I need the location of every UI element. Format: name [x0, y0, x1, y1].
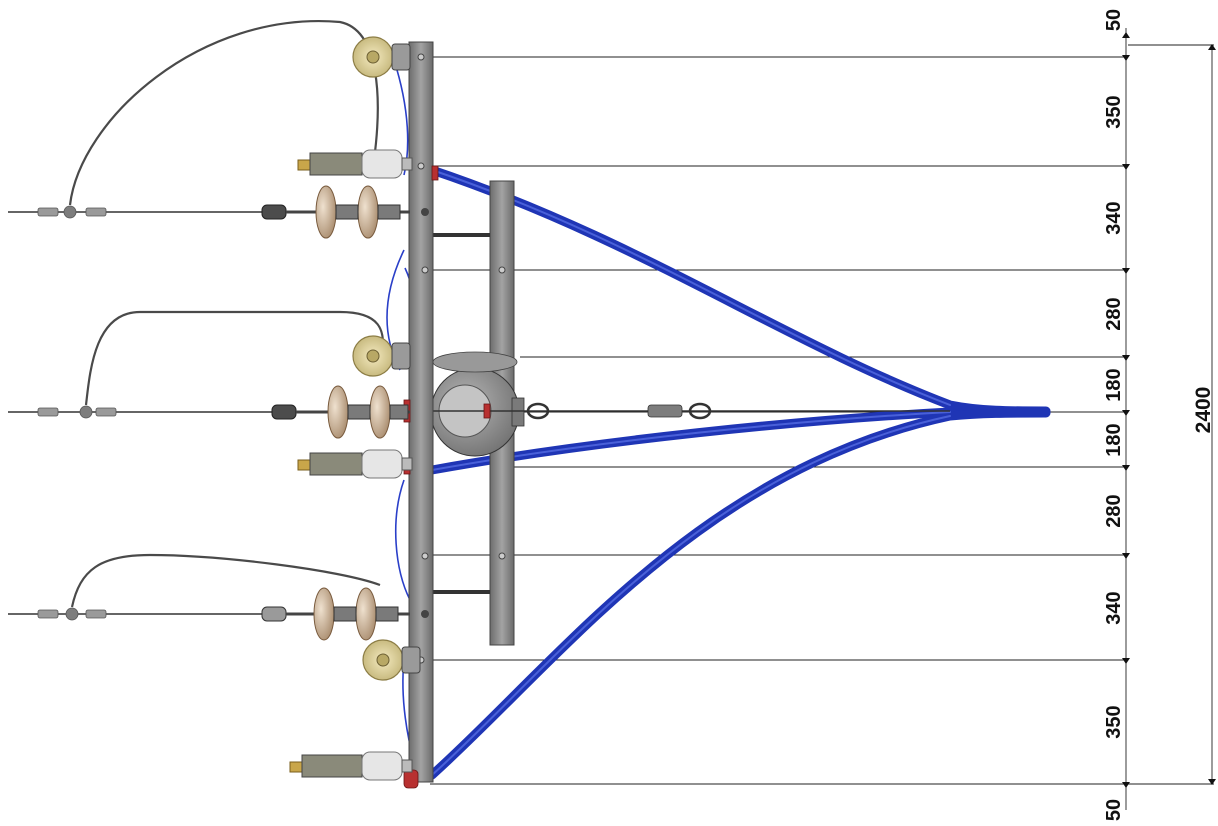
termination-bottom: [289, 751, 413, 781]
dim-label-180-bottom: 180: [1103, 423, 1125, 456]
dimension-line: [1125, 28, 1214, 810]
jumper-wires: [68, 19, 385, 608]
pulley-top: [352, 36, 411, 78]
dim-label-total: 2400: [1192, 387, 1215, 434]
dim-label-350-top: 350: [1103, 95, 1125, 128]
termination-middle: [297, 449, 413, 479]
pulley-middle: [352, 335, 411, 377]
dim-label-340-top: 340: [1103, 201, 1125, 234]
threaded-rods: [432, 233, 490, 594]
insulator-string-top: [261, 185, 429, 239]
extension-lines: [418, 56, 1128, 785]
dimension-labels: 50 350 340 280 180 180 280 340 350 50 24…: [1103, 9, 1215, 821]
dim-label-bottom-50: 50: [1103, 799, 1125, 821]
central-hub: [430, 351, 525, 457]
blue-cables: [427, 165, 1051, 780]
pulley-bottom: [362, 639, 421, 681]
insulator-string-bottom: [261, 587, 429, 641]
dim-label-280-top: 280: [1103, 297, 1125, 330]
dim-label-280-bottom: 280: [1103, 494, 1125, 527]
dim-label-340-bottom: 340: [1103, 591, 1125, 624]
dim-label-350-bottom: 350: [1103, 705, 1125, 738]
insulator-string-middle: [271, 385, 410, 439]
cable-terminations: [289, 149, 413, 781]
splice-sleeves: [37, 205, 117, 621]
termination-top: [297, 149, 413, 179]
dim-label-top-50: 50: [1103, 9, 1125, 31]
dim-label-180-top: 180: [1103, 368, 1125, 401]
pulley-wheels: [352, 36, 421, 681]
dimension-ticks: [1122, 32, 1216, 788]
central-tension-assembly: [420, 402, 950, 420]
insulator-strings: [261, 185, 429, 641]
